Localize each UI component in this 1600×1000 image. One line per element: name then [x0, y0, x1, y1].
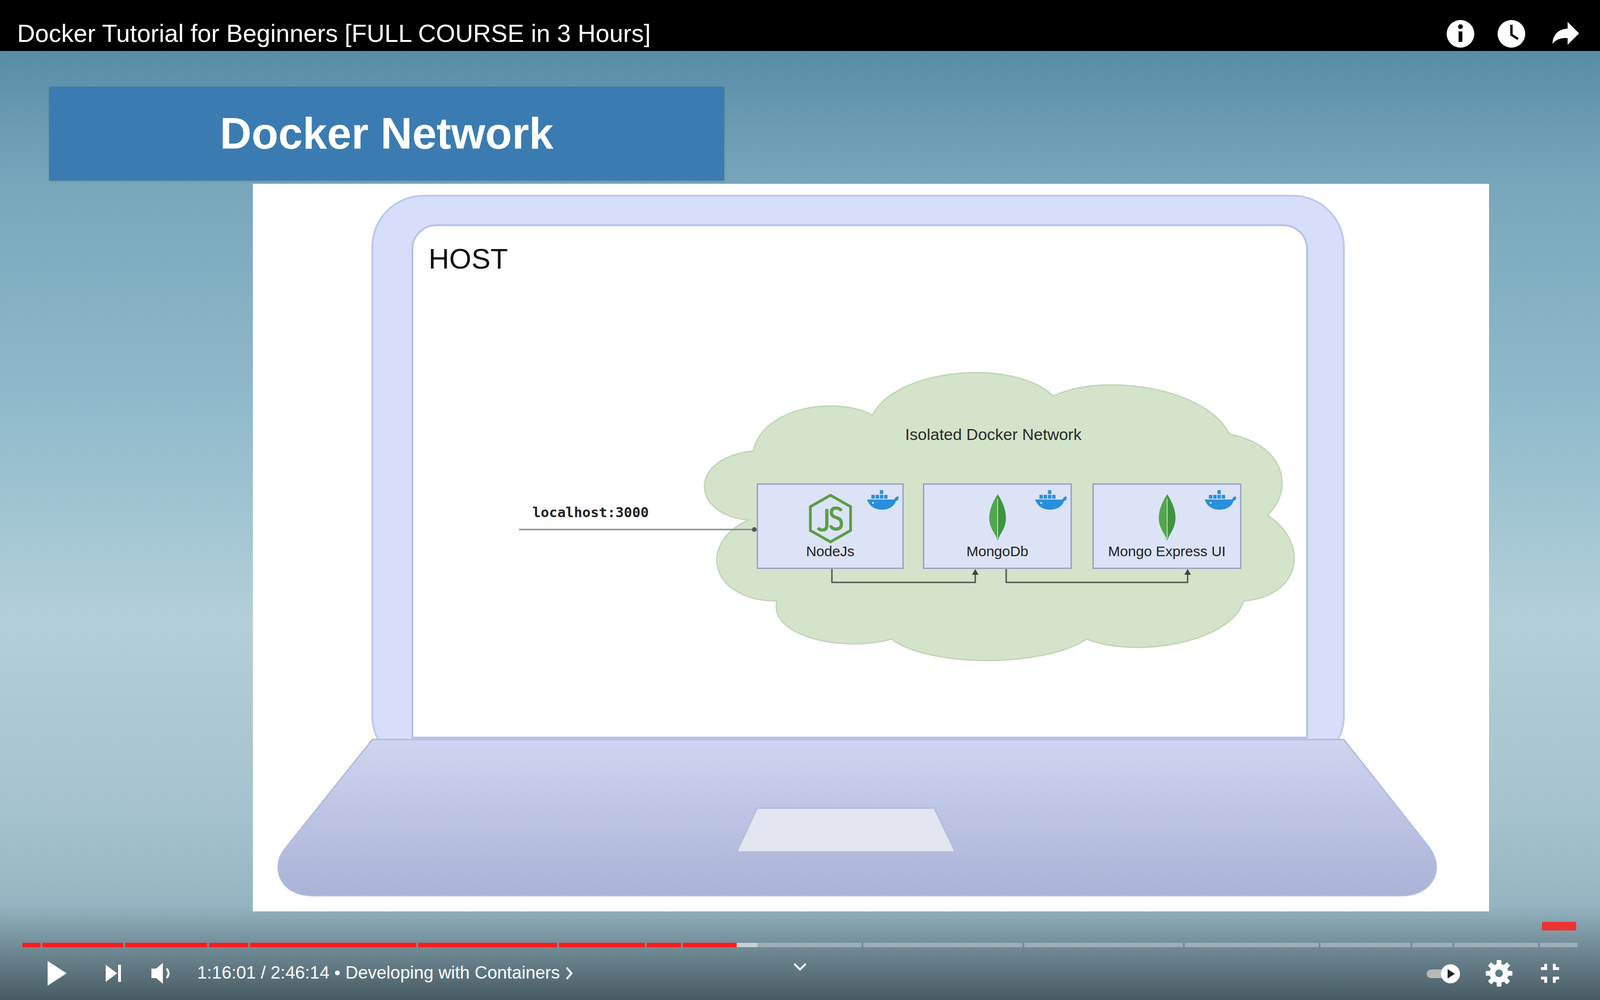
container-box: Mongo Express UI	[1092, 483, 1242, 570]
network-cloud: Isolated Docker Network NodeJs MongoDb	[681, 362, 1305, 664]
share-icon	[1552, 21, 1580, 45]
docker-whale	[1033, 487, 1068, 512]
volume-icon	[151, 962, 169, 984]
docker-whale	[865, 487, 900, 512]
progress-bar	[22, 942, 1578, 948]
port-label: localhost:3000	[532, 504, 649, 521]
watch-later-icon	[1497, 20, 1526, 48]
time-chapter: 1:16:01 / 2:46:14 • Developing with Cont…	[197, 962, 560, 984]
connector-line	[1006, 569, 1188, 583]
host-screen: HOST Isolated Docker Network NodeJs Mong…	[411, 224, 1309, 739]
network-label: Isolated Docker Network	[905, 424, 1082, 445]
arrow-head	[1184, 569, 1191, 575]
connector-line	[831, 569, 976, 583]
play-icon	[47, 960, 67, 986]
slide-title: Docker Network	[220, 108, 554, 159]
nodejs-logo	[807, 493, 854, 544]
mongodb-leaf	[986, 493, 1010, 541]
mongodb-leaf	[1155, 493, 1179, 541]
connector	[1006, 569, 1191, 583]
settings-gear	[1485, 960, 1513, 987]
docker-whale	[1202, 487, 1238, 512]
fullscreen-exit	[1540, 963, 1560, 983]
host-label: HOST	[428, 242, 509, 276]
controls-shade	[0, 904, 1600, 1000]
container-box: NodeJs	[756, 483, 904, 570]
container-box: MongoDb	[922, 483, 1072, 570]
connector	[831, 569, 979, 583]
chapter-chevron	[566, 967, 572, 980]
video-title: Docker Tutorial for Beginners [FULL COUR…	[17, 19, 651, 49]
autoplay-toggle	[1426, 964, 1460, 984]
container-label: Mongo Express UI	[1108, 542, 1226, 560]
next-icon	[105, 964, 121, 982]
subscribe-watermark	[1541, 921, 1577, 931]
expand-chevron	[794, 963, 806, 970]
arrow-head	[971, 569, 979, 575]
title-banner: Docker Network	[49, 86, 725, 181]
container-label: NodeJs	[806, 542, 855, 560]
info-icon	[1446, 20, 1475, 48]
container-label: MongoDb	[966, 542, 1029, 560]
